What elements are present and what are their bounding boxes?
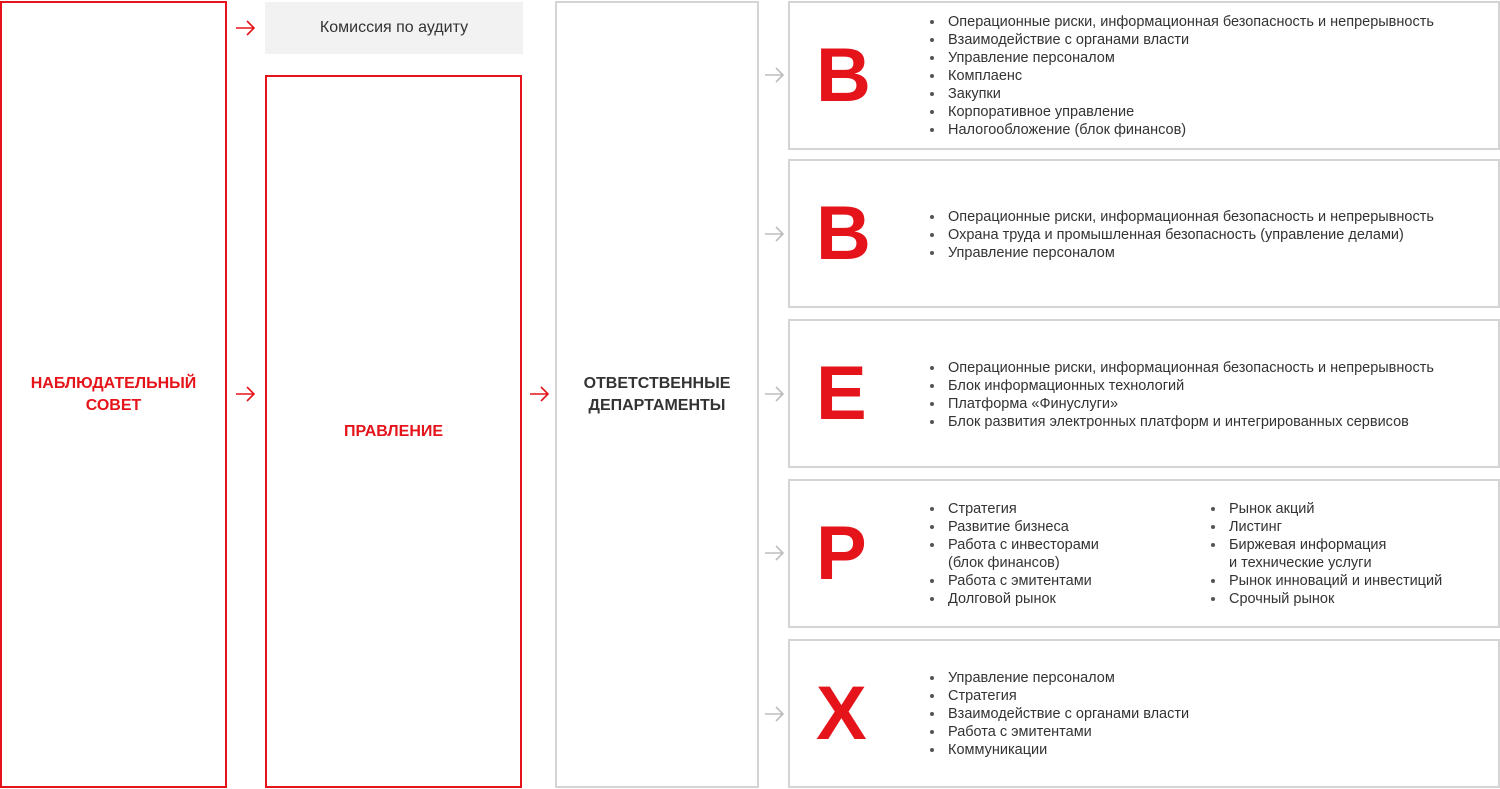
department-list: Операционные риски, информационная безоп… bbox=[930, 321, 1488, 466]
list-item: Охрана труда и промышленная безопасность… bbox=[930, 226, 1434, 244]
responsible-departments-box: ОТВЕТСТВЕННЫЕ ДЕПАРТАМЕНТЫ bbox=[555, 1, 759, 788]
department-items-left: Стратегия Развитие бизнеса Работа с инве… bbox=[930, 500, 1191, 608]
group-letter: В bbox=[816, 32, 871, 118]
management-board-box: ПРАВЛЕНИЕ bbox=[265, 75, 522, 788]
list-item: Стратегия bbox=[930, 687, 1189, 705]
department-group-row-2: В Операционные риски, информационная без… bbox=[788, 159, 1500, 308]
group-letter: Е bbox=[816, 350, 867, 436]
department-list: Стратегия Развитие бизнеса Работа с инве… bbox=[930, 481, 1488, 626]
list-item: Развитие бизнеса bbox=[930, 518, 1191, 536]
department-items: Управление персоналом Стратегия Взаимоде… bbox=[930, 669, 1189, 759]
list-item: Долговой рынок bbox=[930, 590, 1191, 608]
arrow-departments-to-row-2-icon bbox=[765, 226, 785, 242]
list-item: Рынок акций bbox=[1211, 500, 1442, 518]
department-items: Операционные риски, информационная безоп… bbox=[930, 359, 1434, 431]
department-items: Операционные риски, информационная безоп… bbox=[930, 208, 1434, 262]
group-letter: В bbox=[816, 190, 871, 276]
arrow-departments-to-row-4-icon bbox=[765, 545, 785, 561]
list-item: Операционные риски, информационная безоп… bbox=[930, 13, 1434, 31]
group-letter: Х bbox=[816, 670, 867, 756]
list-item: Срочный рынок bbox=[1211, 590, 1442, 608]
department-list: Операционные риски, информационная безоп… bbox=[930, 3, 1488, 148]
supervisory-board-label: НАБЛЮДАТЕЛЬНЫЙ СОВЕТ bbox=[30, 374, 197, 414]
list-item: Управление персоналом bbox=[930, 669, 1189, 687]
arrow-departments-to-row-1-icon bbox=[765, 67, 785, 83]
list-item: Работа с эмитентами bbox=[930, 723, 1189, 741]
arrow-departments-to-row-5-icon bbox=[765, 706, 785, 722]
arrow-board-to-audit-icon bbox=[236, 20, 256, 36]
arrow-board-to-management-icon bbox=[236, 386, 256, 402]
management-board-label: ПРАВЛЕНИЕ bbox=[343, 422, 444, 440]
group-letter: Р bbox=[816, 510, 867, 596]
list-item: Корпоративное управление bbox=[930, 103, 1434, 121]
list-item: Взаимодействие с органами власти bbox=[930, 705, 1189, 723]
list-item: Работа с эмитентами bbox=[930, 572, 1191, 590]
list-item: Рынок инноваций и инвестиций bbox=[1211, 572, 1442, 590]
department-group-row-3: Е Операционные риски, информационная без… bbox=[788, 319, 1500, 468]
responsible-departments-label: ОТВЕТСТВЕННЫЕ ДЕПАРТАМЕНТЫ bbox=[583, 374, 731, 414]
list-item: Биржевая информация и технические услуги bbox=[1211, 536, 1442, 572]
list-item: Закупки bbox=[930, 85, 1434, 103]
list-item: Блок развития электронных платформ и инт… bbox=[930, 413, 1434, 431]
list-item: Взаимодействие с органами власти bbox=[930, 31, 1434, 49]
supervisory-board-box: НАБЛЮДАТЕЛЬНЫЙ СОВЕТ bbox=[0, 1, 227, 788]
list-item: Управление персоналом bbox=[930, 244, 1434, 262]
list-item: Комплаенс bbox=[930, 67, 1434, 85]
department-group-row-1: В Операционные риски, информационная без… bbox=[788, 1, 1500, 150]
audit-commission-label: Комиссия по аудиту bbox=[319, 19, 469, 36]
list-item: Работа с инвесторами (блок финансов) bbox=[930, 536, 1191, 572]
list-item: Блок информационных технологий bbox=[930, 377, 1434, 395]
arrow-management-to-departments-icon bbox=[530, 386, 550, 402]
arrow-departments-to-row-3-icon bbox=[765, 386, 785, 402]
list-item: Управление персоналом bbox=[930, 49, 1434, 67]
list-item: Операционные риски, информационная безоп… bbox=[930, 208, 1434, 226]
list-item: Коммуникации bbox=[930, 741, 1189, 759]
list-item: Стратегия bbox=[930, 500, 1191, 518]
list-item: Листинг bbox=[1211, 518, 1442, 536]
audit-commission-box: Комиссия по аудиту bbox=[265, 2, 523, 54]
department-group-row-5: Х Управление персоналом Стратегия Взаимо… bbox=[788, 639, 1500, 788]
department-list: Операционные риски, информационная безоп… bbox=[930, 161, 1488, 306]
list-item: Операционные риски, информационная безоп… bbox=[930, 359, 1434, 377]
department-items-right: Рынок акций Листинг Биржевая информация … bbox=[1211, 500, 1442, 608]
department-list: Управление персоналом Стратегия Взаимоде… bbox=[930, 641, 1488, 786]
department-items: Операционные риски, информационная безоп… bbox=[930, 13, 1434, 139]
department-group-row-4: Р Стратегия Развитие бизнеса Работа с ин… bbox=[788, 479, 1500, 628]
list-item: Налогообложение (блок финансов) bbox=[930, 121, 1434, 139]
list-item: Платформа «Финуслуги» bbox=[930, 395, 1434, 413]
